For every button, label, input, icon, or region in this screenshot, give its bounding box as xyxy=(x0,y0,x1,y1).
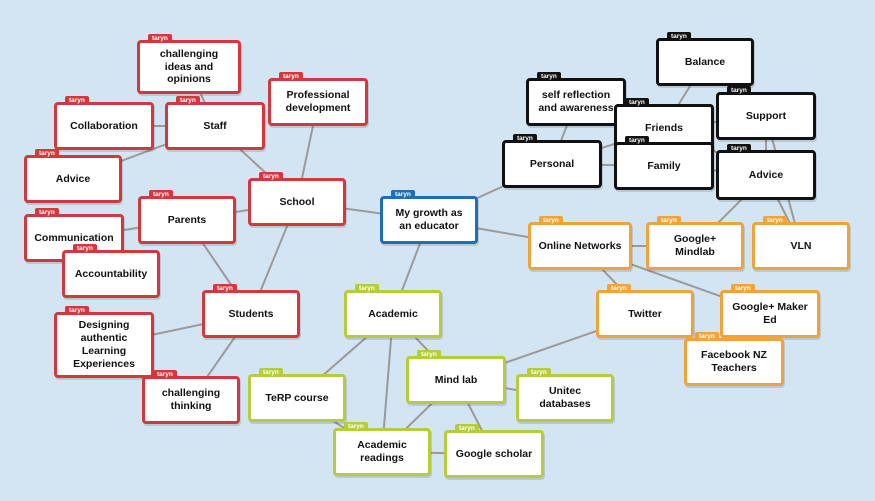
node-label: Students xyxy=(228,307,274,320)
author-tag: taryn xyxy=(35,208,59,218)
author-tag: taryn xyxy=(35,149,59,159)
node-label: Professional development xyxy=(285,89,351,114)
author-tag: taryn xyxy=(148,34,172,44)
node-label: Parents xyxy=(167,213,207,226)
author-tag: taryn xyxy=(537,72,561,82)
author-tag: taryn xyxy=(727,144,751,154)
author-tag: taryn xyxy=(149,190,173,200)
node-label: Mind lab xyxy=(434,373,478,386)
author-tag: taryn xyxy=(259,172,283,182)
node-label: Personal xyxy=(529,157,575,170)
node-label: School xyxy=(279,195,315,208)
author-tag: taryn xyxy=(176,96,200,106)
node-label: Family xyxy=(647,159,681,172)
author-tag: taryn xyxy=(417,350,441,360)
node-label: Accountability xyxy=(74,267,148,280)
author-tag: taryn xyxy=(625,136,649,146)
author-tag: taryn xyxy=(625,98,649,108)
node-label: Academic readings xyxy=(357,439,407,464)
author-tag: taryn xyxy=(607,284,631,294)
node-label: Academic xyxy=(368,307,418,320)
author-tag: taryn xyxy=(763,216,787,226)
node-label: Balance xyxy=(684,55,726,68)
node-label: challenging ideas and opinions xyxy=(159,47,219,86)
author-tag: taryn xyxy=(731,284,755,294)
node-label: VLN xyxy=(790,239,812,252)
author-tag: taryn xyxy=(279,72,303,82)
node-label: Designing authentic Learning Experiences xyxy=(73,319,135,370)
node-label: My growth as an educator xyxy=(395,207,463,232)
author-tag: taryn xyxy=(513,134,537,144)
node-label: Support xyxy=(745,109,787,122)
node-label: challenging thinking xyxy=(161,387,221,412)
node-label: TeRP course xyxy=(265,391,329,404)
node-label: Facebook NZ Teachers xyxy=(701,349,767,374)
node-label: Twitter xyxy=(628,307,662,320)
author-tag: taryn xyxy=(213,284,237,294)
node-label: Advice xyxy=(55,172,91,185)
author-tag: taryn xyxy=(259,368,283,378)
author-tag: taryn xyxy=(527,368,551,378)
node-challenging-ideas[interactable]: taryn challenging ideas and opinions xyxy=(137,34,241,94)
author-tag: taryn xyxy=(667,32,691,42)
node-label: Unitec databases xyxy=(539,385,591,410)
node-label: Friends xyxy=(645,121,683,134)
node-label: Collaboration xyxy=(70,119,138,132)
node-label: Online Networks xyxy=(538,239,622,252)
author-tag: taryn xyxy=(727,86,751,96)
node-challenging-thinking[interactable]: taryn challenging thinking xyxy=(142,370,240,424)
author-tag: taryn xyxy=(153,370,177,380)
author-tag: taryn xyxy=(73,244,97,254)
author-tag: taryn xyxy=(65,96,89,106)
author-tag: taryn xyxy=(355,284,379,294)
author-tag: taryn xyxy=(391,190,415,200)
node-label: Google scholar xyxy=(455,447,533,460)
author-tag: taryn xyxy=(539,216,563,226)
author-tag: taryn xyxy=(455,424,479,434)
author-tag: taryn xyxy=(344,422,368,432)
node-label: Google+ Maker Ed xyxy=(732,301,808,326)
node-label: self reflection and awareness xyxy=(538,89,614,114)
node-self-reflection[interactable]: taryn self reflection and awareness xyxy=(526,72,626,126)
author-tag: taryn xyxy=(695,332,719,342)
author-tag: taryn xyxy=(657,216,681,226)
author-tag: taryn xyxy=(65,306,89,316)
node-label: Google+ Mindlab xyxy=(673,233,717,258)
node-label: Advice xyxy=(748,168,784,181)
node-label: Communication xyxy=(34,231,114,244)
node-center[interactable]: taryn My growth as an educator xyxy=(380,190,478,244)
node-label: Staff xyxy=(203,119,227,132)
